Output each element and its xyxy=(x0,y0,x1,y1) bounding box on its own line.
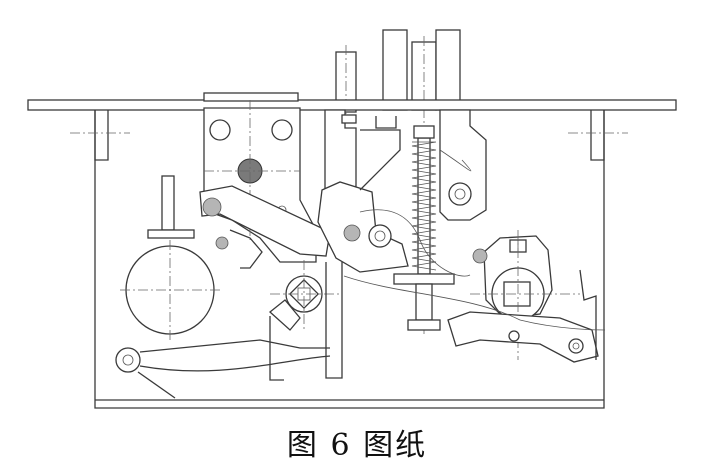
right-housing xyxy=(375,109,487,221)
faceplate xyxy=(27,99,677,111)
spring-rod xyxy=(417,137,431,275)
figure-caption: 图 6 图纸 xyxy=(286,428,428,463)
lock-case xyxy=(70,110,628,409)
lock-mechanism-drawing xyxy=(27,29,677,409)
square-hub-left xyxy=(268,260,340,331)
spring-screw xyxy=(411,137,437,275)
centre-cam xyxy=(317,129,409,273)
square-hub-right xyxy=(470,230,580,360)
latch-ring xyxy=(120,175,222,340)
lever-arm xyxy=(199,185,331,269)
tail-lever xyxy=(447,269,599,363)
spring-wire xyxy=(115,149,606,399)
spring-coil xyxy=(411,141,437,271)
top-bolts xyxy=(335,29,461,335)
rail xyxy=(269,262,343,381)
